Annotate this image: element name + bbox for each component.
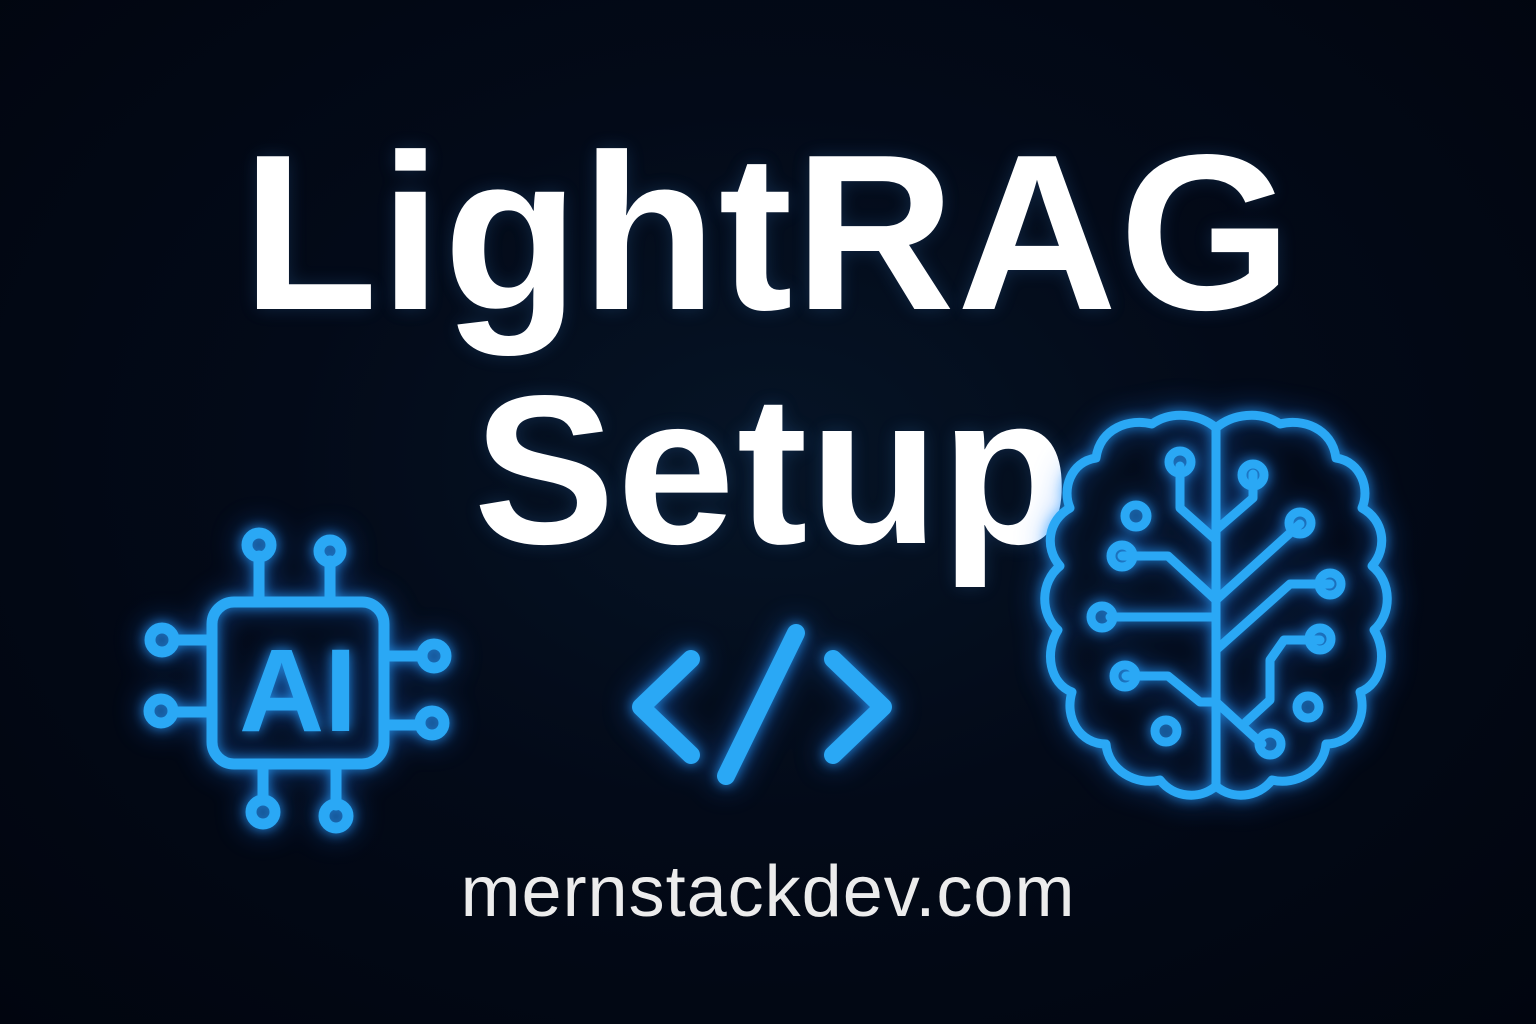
ai-chip-icon: AI xyxy=(143,527,452,834)
title-line-2: Setup xyxy=(473,351,1073,588)
title-line-1: LightRAG xyxy=(242,109,1294,357)
circuit-brain-icon xyxy=(1040,410,1392,800)
site-url: mernstackdev.com xyxy=(460,852,1076,932)
code-brackets-icon xyxy=(632,624,892,785)
chip-label: AI xyxy=(239,625,357,757)
